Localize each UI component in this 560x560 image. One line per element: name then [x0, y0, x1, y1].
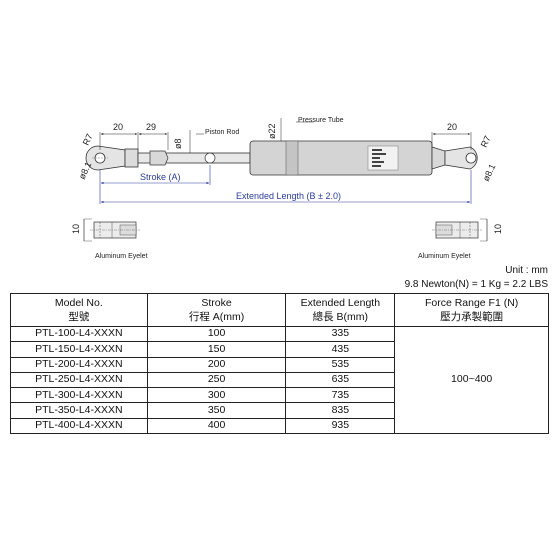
dim-eyelet-len-right: 20	[447, 122, 457, 132]
left-eyelet-side-view	[83, 218, 140, 242]
cell-stroke: 100	[146, 325, 287, 343]
dim-radius-right: R7	[479, 134, 493, 149]
tube-end-cap	[431, 146, 446, 170]
cell-length: 435	[285, 341, 396, 358]
unit-note: Unit : mm	[505, 265, 548, 276]
rod-mark	[204, 152, 216, 164]
gas-spring-drawing: 20 29 20 ø8 ø22 R7 R7 ø8.1 ø8.1 Piston R…	[71, 117, 503, 260]
tube-warning-marks	[372, 149, 386, 167]
label-eyelet-left: Aluminum Eyelet	[95, 253, 148, 260]
cell-model: PTL-400-L4-XXXN	[10, 417, 148, 435]
cell-model: PTL-250-L4-XXXN	[10, 371, 148, 389]
cell-length: 935	[285, 417, 396, 435]
dim-tube-dia: ø22	[267, 123, 277, 139]
table-row: PTL-350-L4-XXXN 350 835	[10, 402, 549, 419]
left-eyelet	[85, 145, 126, 171]
tube-band	[285, 140, 299, 176]
cell-force-range: 100~400	[394, 325, 549, 435]
label-stroke: Stroke (A)	[140, 172, 181, 182]
cell-stroke: 250	[146, 371, 287, 389]
dim-rod-gap: 29	[146, 122, 156, 132]
table-row: PTL-250-L4-XXXN 250 635	[10, 371, 549, 389]
cell-model: PTL-150-L4-XXXN	[10, 341, 148, 358]
right-eyelet	[444, 146, 478, 170]
dim-eyelet-thickness-right: 10	[493, 224, 503, 234]
left-connector	[124, 148, 139, 168]
cell-stroke: 200	[146, 356, 287, 373]
cell-length: 535	[285, 356, 396, 373]
dim-rod-dia: ø8	[173, 138, 183, 149]
table-row: PTL-200-L4-XXXN 200 535	[10, 356, 549, 373]
cell-length: 835	[285, 402, 396, 419]
cell-length: 635	[285, 371, 396, 389]
pressure-tube	[249, 140, 433, 176]
cell-model: PTL-300-L4-XXXN	[10, 387, 148, 404]
blue-dimensions	[99, 165, 472, 204]
cell-length: 335	[285, 325, 396, 343]
rod-fitting	[149, 150, 169, 166]
dim-radius-left: R7	[81, 132, 95, 147]
header-model: Model No.型號	[10, 293, 148, 327]
dim-hole-right: ø8.1	[481, 162, 498, 183]
cell-stroke: 400	[146, 417, 287, 435]
label-piston-rod: Piston Rod	[205, 129, 239, 136]
dim-hole-left: ø8.1	[77, 160, 94, 181]
conversion-note: 9.8 Newton(N) = 1 Kg = 2.2 LBS	[404, 279, 548, 290]
label-extended-length: Extended Length (B ± 2.0)	[236, 191, 341, 201]
dim-eyelet-thickness-left: 10	[71, 224, 81, 234]
cell-model: PTL-100-L4-XXXN	[10, 325, 148, 343]
table-row: PTL-400-L4-XXXN 400 935	[10, 417, 549, 435]
label-eyelet-right: Aluminum Eyelet	[418, 253, 471, 260]
table-row: PTL-100-L4-XXXN 100 335 100~400	[10, 325, 549, 435]
label-pressure-tube: Pressure Tube	[298, 117, 344, 124]
cell-length: 735	[285, 387, 396, 404]
header-force: Force Range F1 (N)壓力承製範圍	[394, 293, 549, 327]
cell-model: PTL-350-L4-XXXN	[10, 402, 148, 419]
dim-eyelet-len: 20	[113, 122, 123, 132]
cell-stroke: 300	[146, 387, 287, 404]
right-eyelet-side-view	[432, 218, 488, 242]
top-dimensions	[99, 118, 472, 153]
cell-model: PTL-200-L4-XXXN	[10, 356, 148, 373]
cell-stroke: 150	[146, 341, 287, 358]
cell-stroke: 350	[146, 402, 287, 419]
